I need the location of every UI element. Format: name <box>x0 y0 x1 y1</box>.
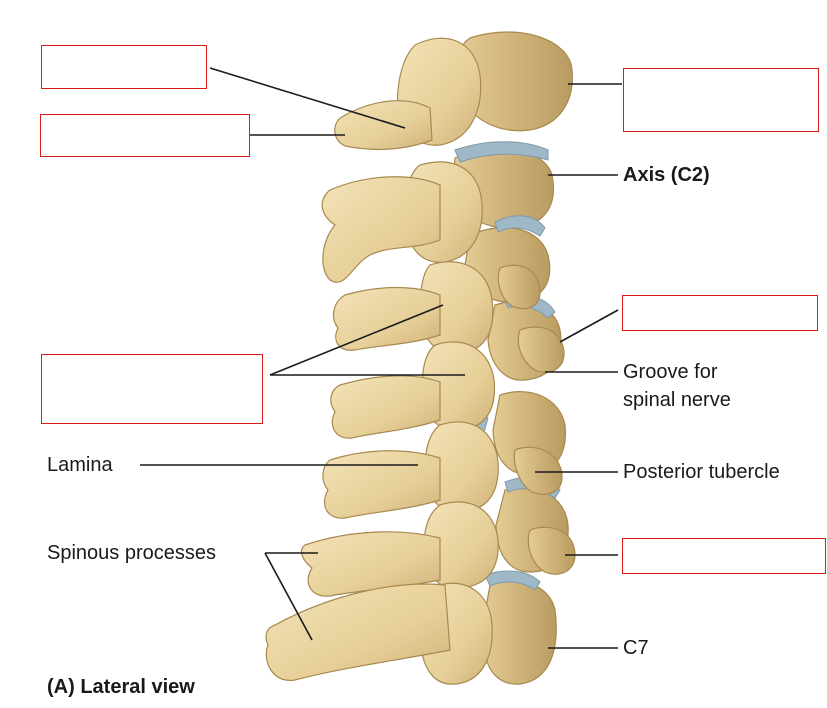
answer-box-3[interactable] <box>623 68 819 132</box>
c2-spinous <box>321 176 441 283</box>
answer-box-1[interactable] <box>41 45 207 89</box>
label-groove-line1: Groove for <box>623 361 718 383</box>
disc-c6-c7 <box>484 570 541 591</box>
c5-spinous <box>322 450 441 519</box>
disc-c1-c2 <box>454 141 549 163</box>
view-caption: (A) Lateral view <box>47 676 195 698</box>
answer-box-2[interactable] <box>40 114 250 157</box>
transverse-processes <box>497 264 576 575</box>
label-axis: Axis (C2) <box>623 164 710 186</box>
c4-transverse <box>517 326 565 373</box>
leader-lines <box>140 67 622 649</box>
disc-c2-c3 <box>494 215 546 237</box>
answer-box-5[interactable] <box>41 354 263 424</box>
c4-spinous <box>330 375 441 439</box>
label-groove-line2: spinal nerve <box>623 389 731 411</box>
leader-blank-1 <box>209 67 406 129</box>
label-posterior-tubercle: Posterior tubercle <box>623 461 780 483</box>
c5-transverse <box>513 446 563 495</box>
c7-body <box>481 580 557 685</box>
spinous-processes-shapes <box>265 100 451 681</box>
label-lamina: Lamina <box>47 454 113 476</box>
leader-spinous-b <box>264 552 313 641</box>
leader-blank-4 <box>559 309 619 343</box>
c6-transverse <box>527 526 576 575</box>
c6-spinous <box>300 531 441 597</box>
c3-transverse <box>497 264 541 310</box>
atlas-posterior-tubercle <box>334 100 433 150</box>
answer-box-6[interactable] <box>622 538 826 574</box>
leader-blank-5a <box>269 304 444 376</box>
label-c7: C7 <box>623 637 649 659</box>
label-spinous-processes: Spinous processes <box>47 542 216 564</box>
answer-box-4[interactable] <box>622 295 818 331</box>
c7-spinous <box>265 583 451 681</box>
c3-spinous <box>332 286 441 351</box>
